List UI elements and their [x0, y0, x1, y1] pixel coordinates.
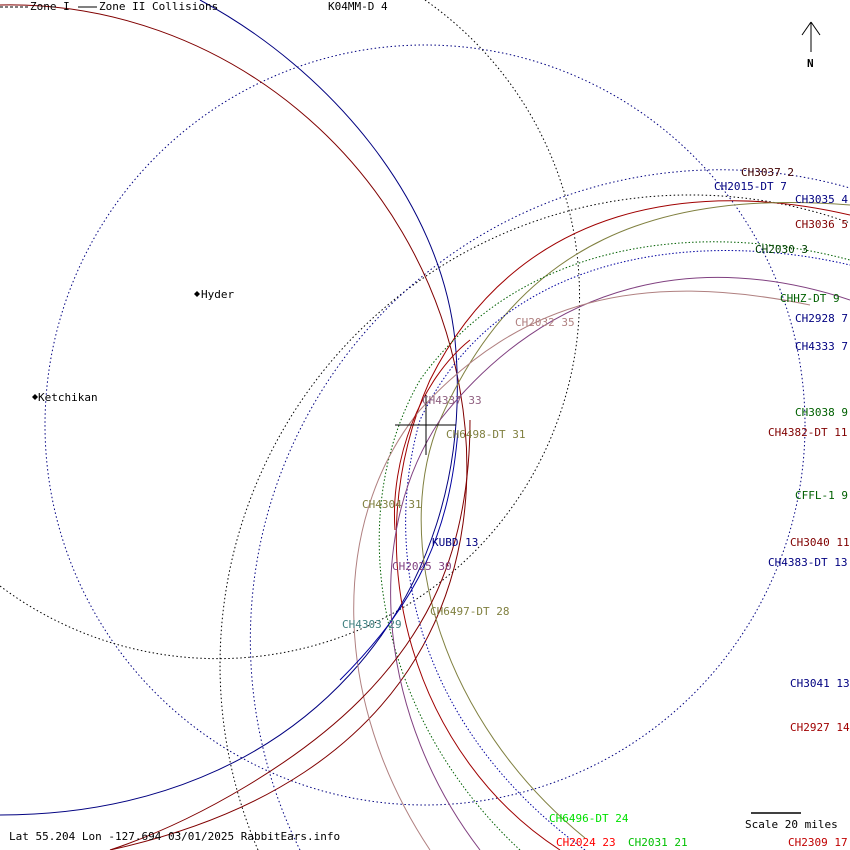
station-label[interactable]: CH4304 31 [362, 498, 422, 511]
contour-darkred-inner [109, 419, 471, 850]
station-label[interactable]: CHHZ-DT 9 [780, 292, 840, 305]
station-label[interactable]: CH2031 21 [628, 836, 688, 849]
contour-red-inner [393, 339, 471, 531]
station-label[interactable]: CFFL-1 9 [795, 489, 848, 502]
station-label[interactable]: CH3037 2 [741, 166, 794, 179]
station-label[interactable]: CH4337 33 [422, 394, 482, 407]
station-label[interactable]: CH2928 7 [795, 312, 848, 325]
contour-purple [390, 276, 850, 850]
scale-label: Scale 20 miles [745, 818, 838, 831]
contour-blue-dotted-2 [249, 169, 850, 850]
station-label[interactable]: CH2032 35 [515, 316, 575, 329]
station-label[interactable]: CH4383-DT 13 [768, 556, 847, 569]
legend-zone2: Zone II Collisions [99, 0, 218, 13]
contour-black-dotted-2 [219, 194, 850, 850]
station-label[interactable]: CH4303 29 [342, 618, 402, 631]
city-hyder[interactable]: Hyder [194, 288, 234, 301]
station-label[interactable]: CH3036 5 [795, 218, 848, 231]
station-label[interactable]: CH2024 23 [556, 836, 616, 849]
station-label[interactable]: CH3040 11 [790, 536, 850, 549]
footer-info: Lat 55.204 Lon -127.694 03/01/2025 Rabbi… [9, 830, 340, 843]
station-label[interactable]: CH4382-DT 11 [768, 426, 847, 439]
station-label[interactable]: CH2309 17 [788, 836, 848, 849]
legend-zone1: Zone I [30, 0, 70, 13]
station-label[interactable]: CH2025 30 [392, 560, 452, 573]
contour-blue-inner [339, 429, 459, 681]
station-label[interactable]: CH2030 3 [755, 243, 808, 256]
city-label: Hyder [201, 288, 234, 301]
city-ketchikan[interactable]: Ketchikan [32, 391, 98, 404]
station-label[interactable]: CH2015-DT 7 [714, 180, 787, 193]
contour-red [395, 200, 850, 850]
station-label[interactable]: CH6497-DT 28 [430, 605, 509, 618]
city-label: Ketchikan [38, 391, 98, 404]
station-label[interactable]: K04MM-D 4 [328, 0, 388, 13]
station-label[interactable]: CH3038 9 [795, 406, 848, 419]
station-label[interactable]: CH2927 14 [790, 721, 850, 734]
station-label[interactable]: CH3035 4 [795, 193, 848, 206]
station-label[interactable]: CH4333 7 [795, 340, 848, 353]
contour-blue-large [0, 0, 458, 816]
contour-red-large [0, 4, 468, 850]
station-label[interactable]: CH3041 13 [790, 677, 850, 690]
station-label[interactable]: KUBD 13 [432, 536, 478, 549]
north-arrow-icon [801, 21, 821, 52]
city-marker-icon [194, 291, 200, 297]
contour-rosybrown [353, 290, 811, 850]
contour-black-dotted [0, 0, 581, 660]
city-marker-icon [32, 394, 38, 400]
station-label[interactable]: CH6498-DT 31 [446, 428, 525, 441]
contour-green-dotted [378, 241, 850, 850]
north-label: N [807, 57, 814, 70]
crosshair-marker [395, 395, 456, 455]
station-labels: K04MM-D 4 CH3037 2 CH2015-DT 7 CH3035 4 … [328, 0, 850, 849]
station-label[interactable]: CH6496-DT 24 [549, 812, 629, 825]
contour-blue-dotted-3 [405, 250, 850, 850]
contour-blue-dotted-large [44, 44, 806, 806]
